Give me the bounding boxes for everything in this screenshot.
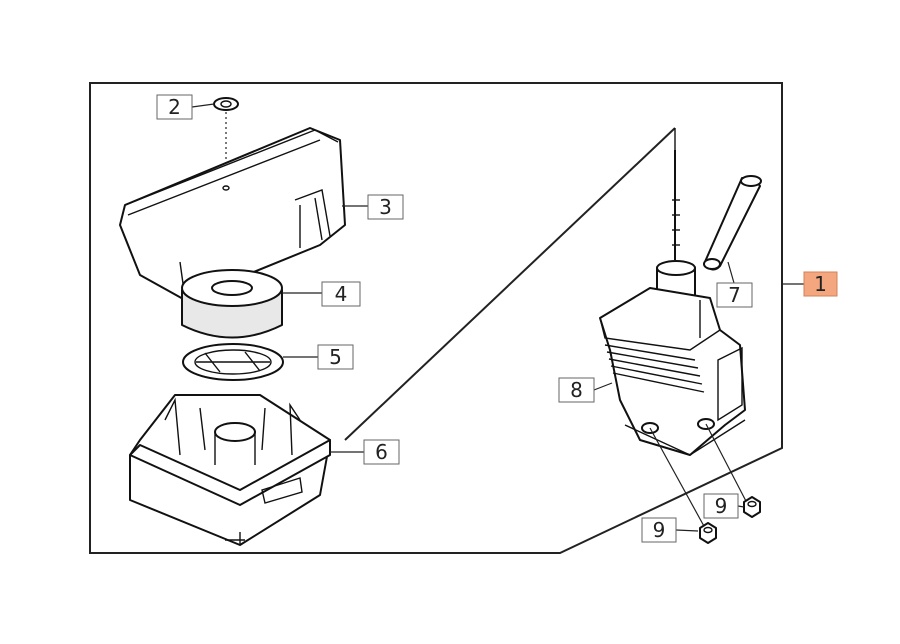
part-6-base: [129, 394, 331, 546]
divider-line: [344, 127, 676, 441]
leader-9b: [737, 505, 745, 508]
leader-2: [191, 103, 215, 108]
leader-7: [727, 261, 735, 284]
callout-1-highlighted: 1: [803, 271, 838, 297]
svg-text:3: 3: [379, 195, 392, 219]
part-8-body: [599, 150, 749, 529]
leader-9a: [675, 529, 699, 532]
callout-9-lower: 9: [641, 517, 677, 543]
callout-3: 3: [367, 194, 404, 220]
leader-8: [593, 382, 613, 391]
svg-text:8: 8: [570, 378, 583, 402]
svg-text:1: 1: [814, 272, 827, 296]
svg-text:4: 4: [335, 282, 348, 306]
part-7-tube: [703, 175, 762, 271]
callout-7: 7: [716, 282, 753, 308]
part-9-nut-upper: [743, 496, 761, 518]
svg-text:2: 2: [168, 95, 181, 119]
callout-5: 5: [317, 344, 354, 370]
part-9-nut-lower: [699, 522, 717, 544]
assembly-frame: [89, 82, 783, 554]
svg-text:5: 5: [329, 345, 342, 369]
svg-text:6: 6: [375, 440, 388, 464]
callout-4: 4: [321, 281, 361, 307]
part-4-foam-filter: [181, 269, 283, 339]
part-5-filter-ring: [182, 343, 284, 381]
part-3-cover: [119, 127, 346, 301]
callout-8: 8: [558, 377, 595, 403]
svg-text:9: 9: [653, 518, 666, 542]
svg-text:9: 9: [715, 494, 728, 518]
svg-text:7: 7: [728, 283, 741, 307]
callout-6: 6: [363, 439, 400, 465]
callout-2: 2: [156, 94, 193, 120]
callout-9-upper: 9: [703, 493, 739, 519]
